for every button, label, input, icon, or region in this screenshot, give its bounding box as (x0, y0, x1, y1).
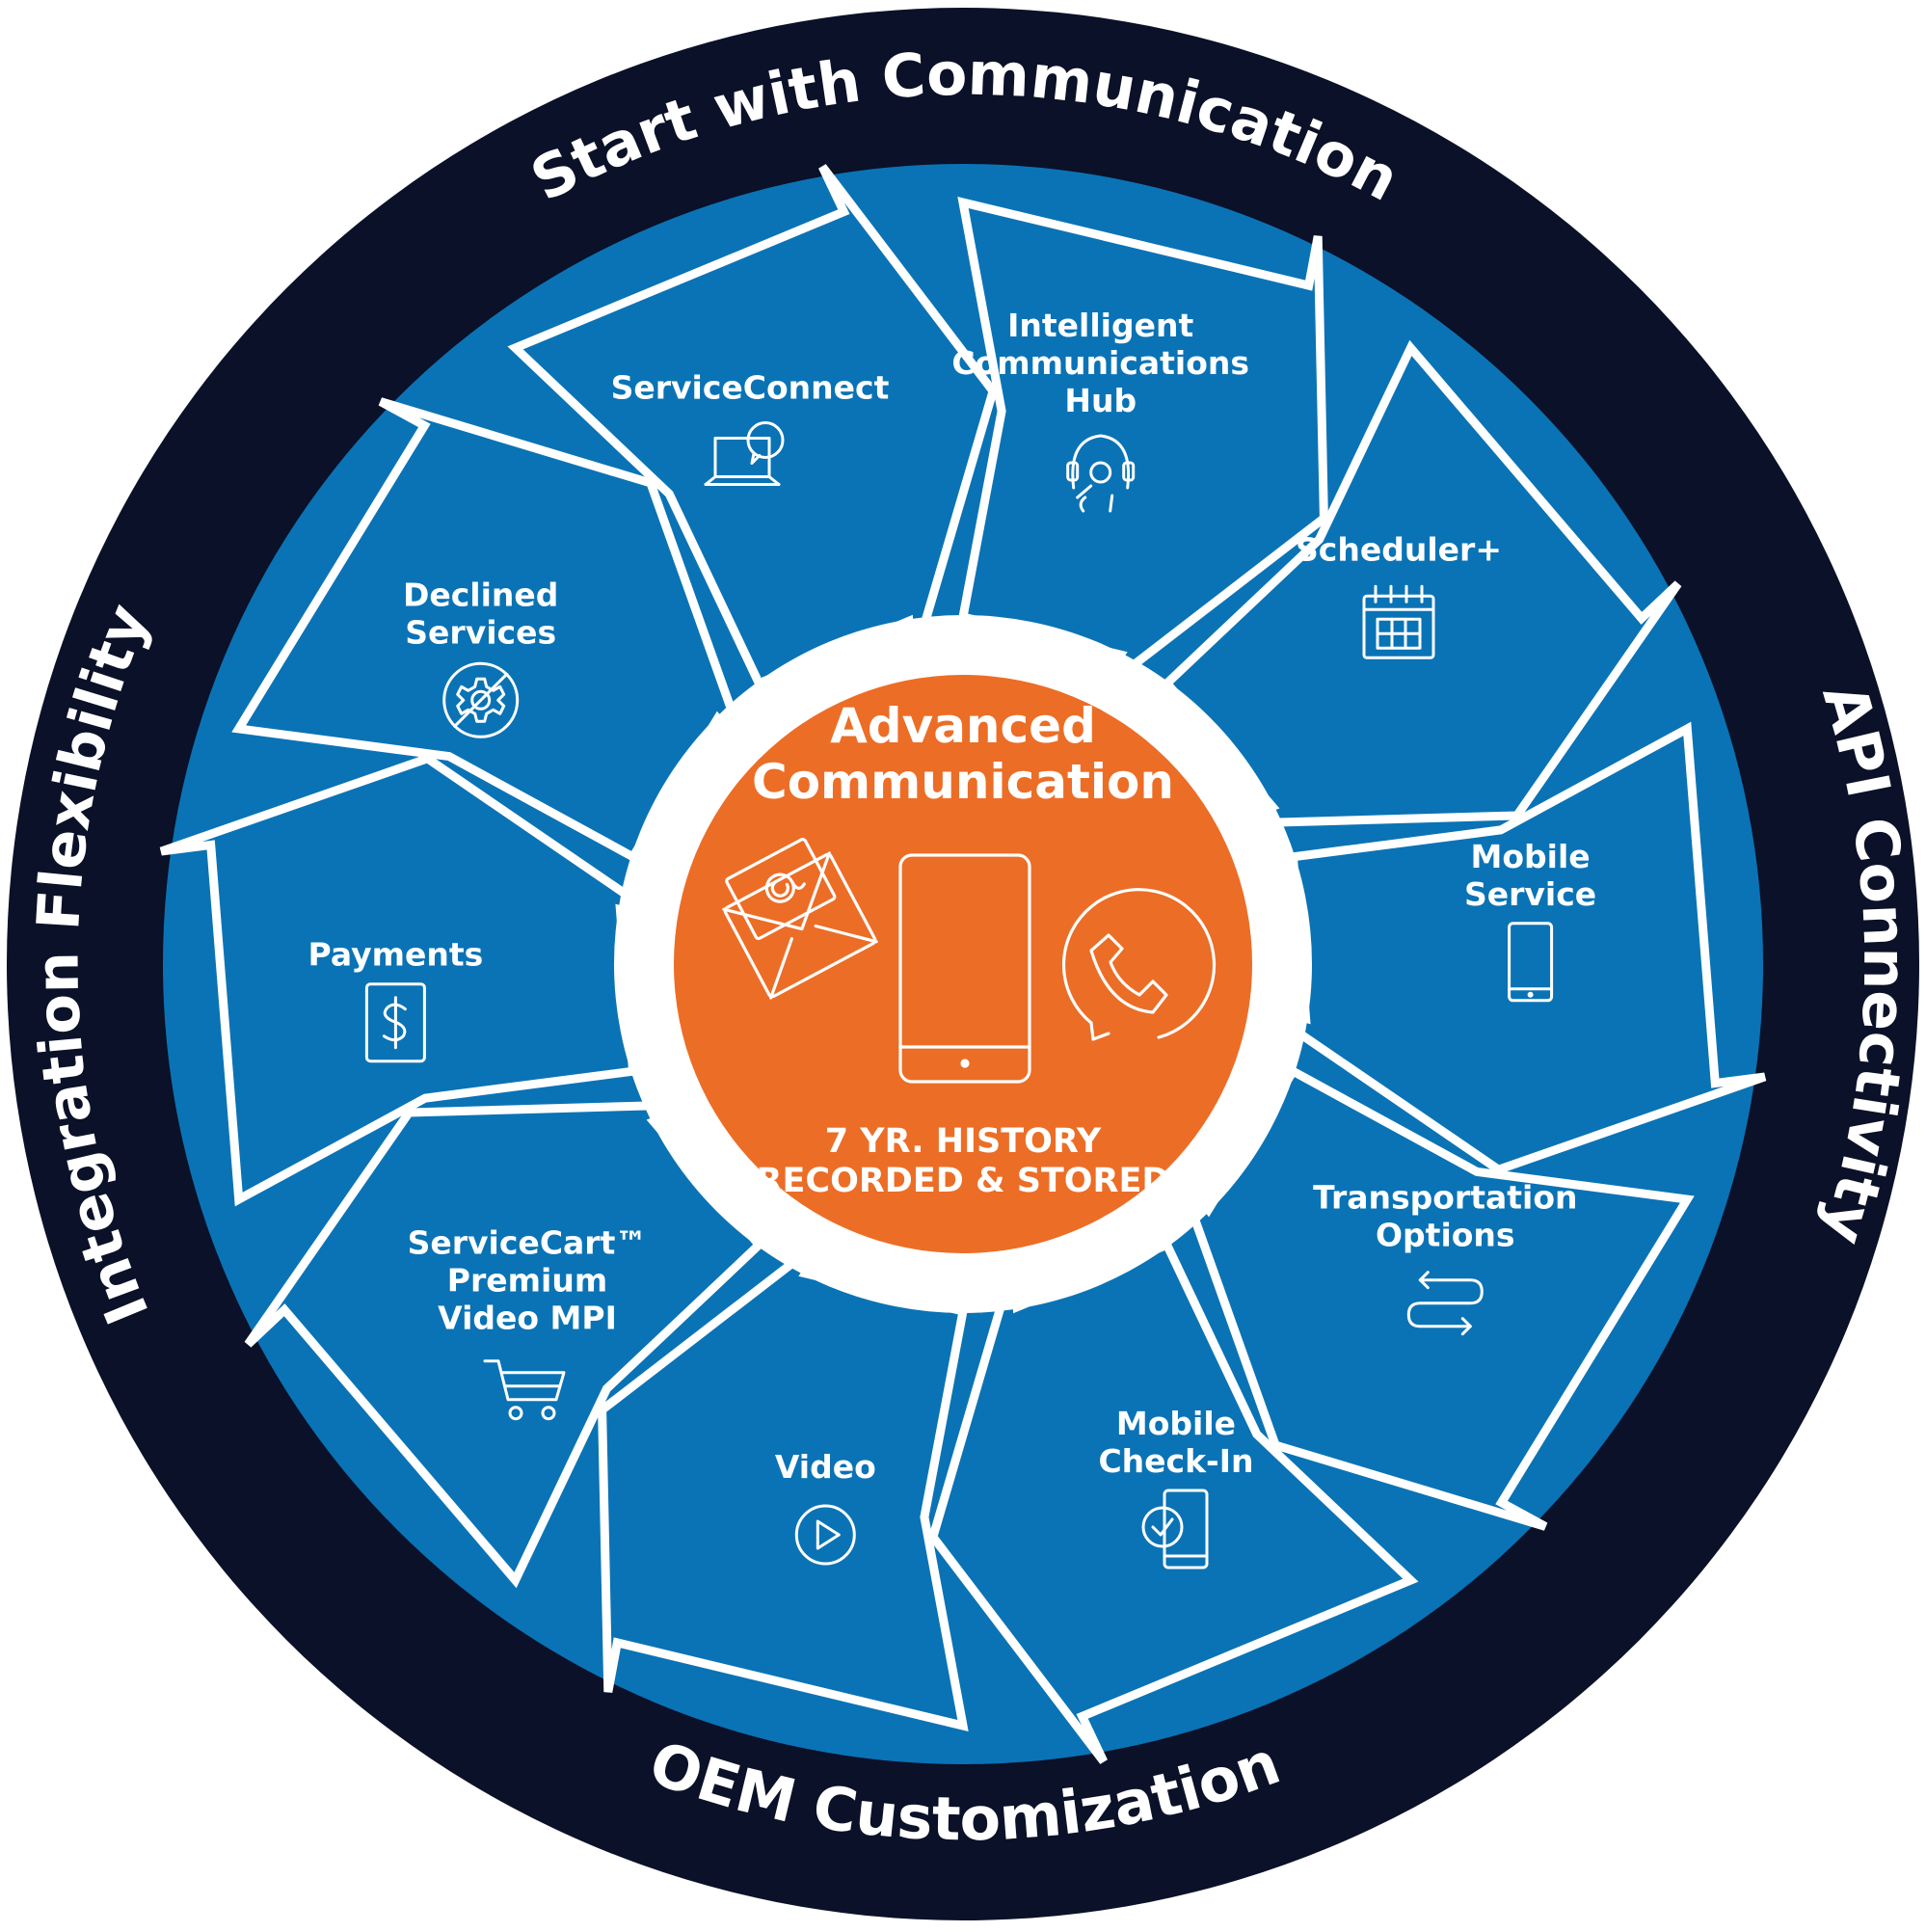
center-circle (674, 675, 1252, 1253)
headset-agent-icon (1066, 434, 1136, 513)
center-subtitle-line1: 7 YR. HISTORY (825, 1122, 1102, 1161)
segment-scheduler: Scheduler+ (1296, 530, 1502, 659)
segment-label-line: Transportation (1313, 1179, 1577, 1217)
segment-label-line: Service (1464, 875, 1596, 913)
segment-payments: Payments (308, 936, 484, 1063)
segment-label-line: Options (1376, 1217, 1515, 1254)
segment-label-line: Communications (951, 344, 1249, 382)
declined-gear-icon (442, 661, 520, 738)
center-title-line1: Advanced (830, 698, 1096, 754)
segment-label-line: ServiceConnect (611, 369, 890, 407)
calendar-icon (1362, 584, 1435, 659)
segment-label-line: Intelligent (1007, 307, 1193, 344)
segment-label-line: Declined (403, 576, 558, 613)
segment-video: Video (775, 1448, 876, 1566)
segment-label-line: Video (775, 1448, 876, 1486)
play-icon (794, 1504, 856, 1566)
segment-label-line: Check-In (1098, 1442, 1253, 1480)
segment-label-line: Services (405, 613, 556, 651)
route-arrows-icon (1406, 1271, 1484, 1336)
email-icon (722, 837, 878, 1000)
shopping-cart-icon (483, 1359, 566, 1421)
segment-label-line: Mobile (1471, 838, 1591, 875)
segment-label-line: Mobile (1116, 1405, 1236, 1442)
smartphone-icon (898, 853, 1031, 1084)
dollar-icon (364, 982, 426, 1063)
segment-label-line: Hub (1064, 382, 1137, 419)
phone-call-icon (1061, 888, 1217, 1041)
center-title-line2: Communication (752, 754, 1174, 810)
segment-serviceconnect: ServiceConnect (611, 369, 890, 486)
phone-check-icon (1141, 1489, 1209, 1570)
segment-label-line: Premium (447, 1262, 607, 1300)
segment-label-line: Video MPI (438, 1300, 617, 1337)
segment-label-line: ServiceCart™ (408, 1224, 648, 1262)
center-subtitle-line2: RECORDED & STORED (757, 1162, 1170, 1200)
laptop-chat-icon (704, 421, 785, 486)
smartphone-icon (1508, 922, 1554, 1003)
segment-label-line: Payments (308, 936, 484, 974)
segment-label-line: Scheduler+ (1296, 530, 1502, 568)
